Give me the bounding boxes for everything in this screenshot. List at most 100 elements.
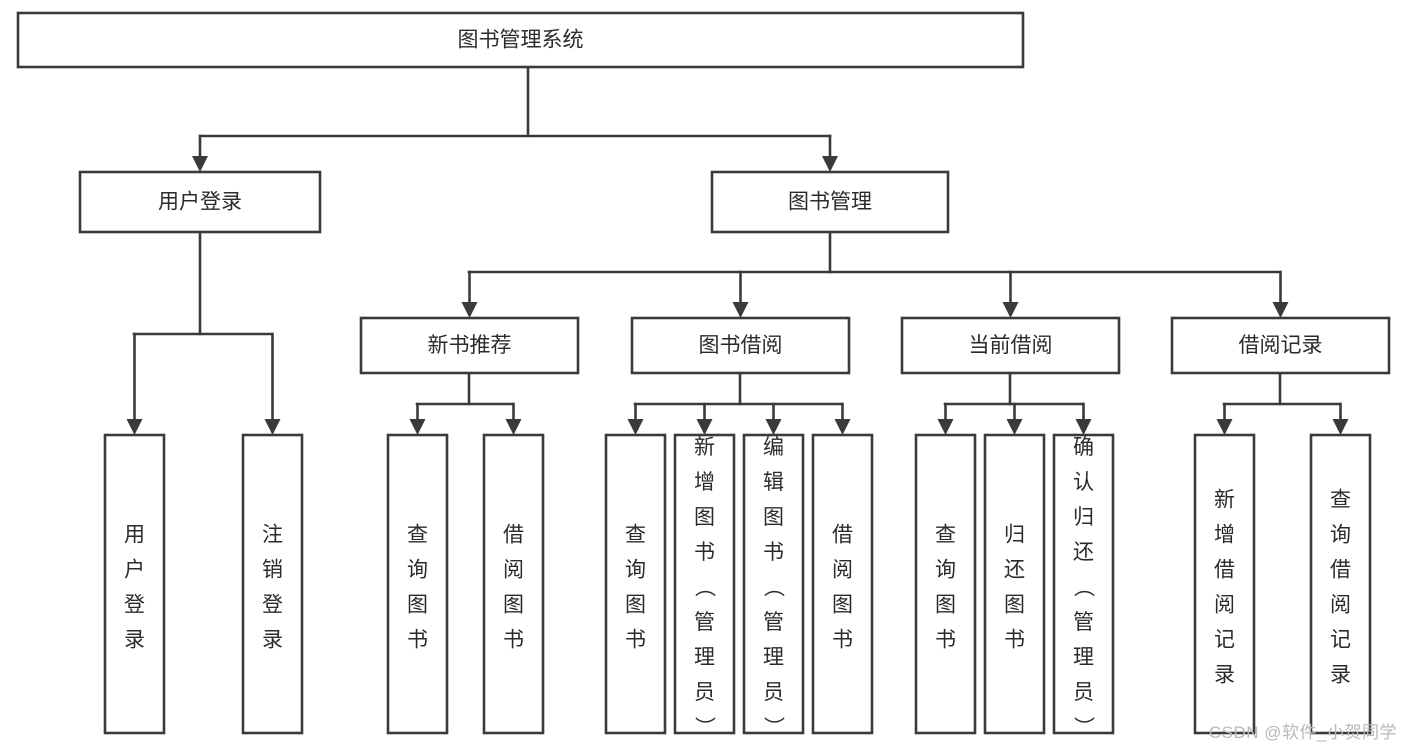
connector-arrowhead: [834, 419, 851, 435]
node-box[interactable]: [78, 170, 322, 234]
node-label-char: 确: [1073, 436, 1094, 459]
node-label: 图书借阅: [699, 334, 783, 357]
node-label-char: 记: [1214, 628, 1235, 651]
connector-arrowhead: [505, 419, 522, 435]
node-box[interactable]: [386, 433, 449, 735]
node-box[interactable]: [359, 316, 580, 375]
node-label-char: 还: [1073, 541, 1094, 564]
node-box[interactable]: [914, 433, 977, 735]
connector-arrowhead: [732, 302, 749, 318]
node-label-char: 图: [832, 593, 853, 616]
node-label-char: 查: [1330, 488, 1351, 511]
level3-node-当前借阅[interactable]: 当前借阅: [900, 316, 1121, 375]
node-label: 用户登录: [158, 191, 242, 214]
node-label-char: 书: [935, 628, 956, 651]
connector-arrowhead: [192, 156, 208, 172]
node-label-char: 书: [832, 628, 853, 651]
node-label-char: 录: [1214, 663, 1235, 686]
node-box[interactable]: [103, 433, 166, 735]
connector-arrowhead: [1332, 419, 1349, 435]
connector-arrowhead: [409, 419, 426, 435]
node-label-char: 员: [763, 681, 784, 704]
node-label: 图书管理: [788, 191, 872, 214]
node-label-char: 新: [1214, 488, 1235, 511]
connector-arrowhead: [1002, 302, 1019, 318]
node-box[interactable]: [16, 11, 1025, 69]
node-label-char: 理: [1073, 646, 1094, 669]
node-box[interactable]: [1170, 316, 1391, 375]
node-label-char: 借: [832, 523, 853, 546]
level3-node-图书借阅[interactable]: 图书借阅: [630, 316, 851, 375]
node-box[interactable]: [630, 316, 851, 375]
node-box[interactable]: [710, 170, 950, 234]
node-label-char: 编: [763, 436, 784, 459]
node-label-char: 图: [1004, 593, 1025, 616]
node-box[interactable]: [482, 433, 545, 735]
connector-arrowhead: [126, 419, 143, 435]
leaf-node-用户登录[interactable]: 用户登录: [103, 433, 166, 735]
node-label-char: 阅: [832, 558, 853, 581]
connector-arrowhead: [1006, 419, 1023, 435]
node-box[interactable]: [1309, 433, 1372, 735]
node-label-char: 询: [1330, 523, 1351, 546]
node-label: 当前借阅: [969, 334, 1053, 357]
node-label-char: 书: [1004, 628, 1025, 651]
node-label-char: 借: [1330, 558, 1351, 581]
connector-arrowhead: [765, 419, 782, 435]
node-label-char: 阅: [1214, 593, 1235, 616]
node-label-char: 书: [763, 541, 784, 564]
node-label-char: 图: [625, 593, 646, 616]
node-label-char: 阅: [1330, 593, 1351, 616]
connector-arrowhead: [1216, 419, 1233, 435]
node-box[interactable]: [673, 433, 736, 735]
node-label-char: 录: [124, 628, 145, 651]
node-label-char: （: [1072, 576, 1095, 597]
node-label-char: 查: [625, 523, 646, 546]
node-label-char: 图: [763, 506, 784, 529]
root-node-图书管理系统[interactable]: 图书管理系统: [16, 11, 1025, 69]
node-box[interactable]: [1052, 433, 1115, 735]
node-label-char: 还: [1004, 558, 1025, 581]
node-label-char: 销: [262, 558, 283, 581]
node-label-char: 管: [1073, 611, 1094, 634]
node-label-char: （: [693, 576, 716, 597]
node-box[interactable]: [241, 433, 304, 735]
level3-node-借阅记录[interactable]: 借阅记录: [1170, 316, 1391, 375]
node-label-char: 增: [694, 471, 715, 494]
node-label-char: 辑: [763, 471, 784, 494]
node-box[interactable]: [983, 433, 1046, 735]
node-box[interactable]: [742, 433, 805, 735]
node-label: 借阅记录: [1239, 334, 1323, 357]
node-label-char: 理: [763, 646, 784, 669]
node-label-char: 借: [503, 523, 524, 546]
node-box[interactable]: [604, 433, 667, 735]
node-box[interactable]: [811, 433, 874, 735]
node-box[interactable]: [900, 316, 1121, 375]
node-label-char: 户: [124, 558, 145, 581]
level2-node-用户登录[interactable]: 用户登录: [78, 170, 322, 234]
node-label-char: 登: [262, 593, 283, 616]
node-label-char: 图: [503, 593, 524, 616]
node-label-char: ）: [693, 716, 716, 737]
connector-arrowhead: [461, 302, 478, 318]
node-label-char: 图: [935, 593, 956, 616]
node-label-char: 登: [124, 593, 145, 616]
node-label-char: 注: [262, 523, 283, 546]
node-box[interactable]: [1193, 433, 1256, 735]
level3-node-新书推荐[interactable]: 新书推荐: [359, 316, 580, 375]
node-label-char: 新: [694, 436, 715, 459]
level2-node-图书管理[interactable]: 图书管理: [710, 170, 950, 234]
